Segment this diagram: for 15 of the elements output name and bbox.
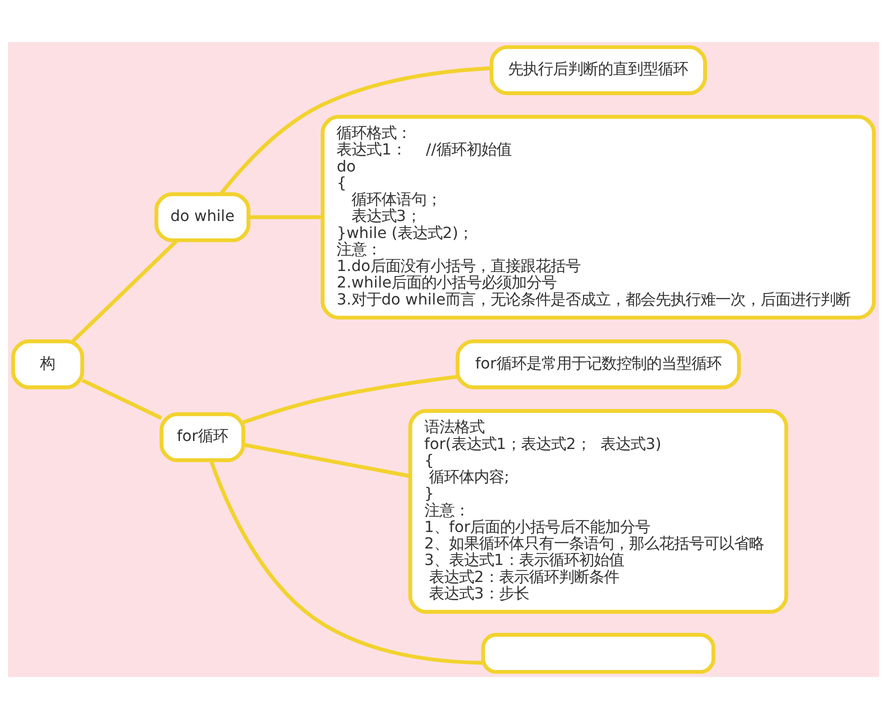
node-box: do while (154, 192, 250, 242)
connector (82, 378, 162, 420)
node-box: 循环格式： 表达式1： //循环初始值 do { 循环体语句； 表达式3； }while (表达式2)； 注意： 1.do后面没有小括号，直接跟花括号 2.while后面的小括号必须加分号 3.对于do while而言，无论条件是否成立，都会先执行难一次，后面进行判断 (320, 114, 876, 320)
connector (248, 215, 322, 220)
node-box: 构 (11, 339, 84, 390)
connector (243, 442, 410, 478)
connector (209, 460, 483, 665)
node-box: 先执行后判断的直到型循环 (490, 45, 707, 96)
connector (72, 239, 178, 342)
node-box: for循环是常用于记数控制的当型循环 (456, 339, 741, 390)
node-box: for循环 (160, 412, 246, 462)
node-box: 语法格式 for(表达式1；表达式2； 表达式3) { 循环体内容; } 注意： 1、for后面的小括号后不能加分号 2、如果循环体只有一条语句，那么花括号可以省略 3、表达式1：表示循环初始值 表达式2：表示循环判断条件 表达式3：步长 (408, 409, 788, 614)
connector (219, 66, 492, 196)
node-box (481, 632, 716, 674)
connector (242, 374, 458, 424)
